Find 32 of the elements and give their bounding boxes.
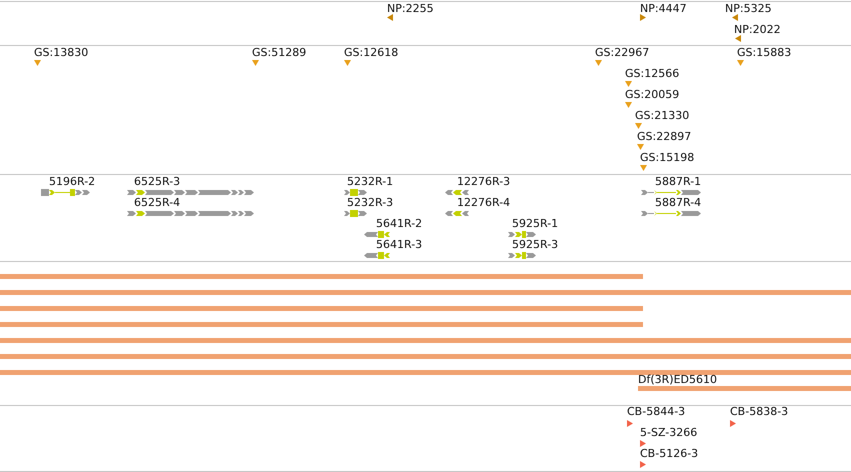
feature-label: NP:2022 (734, 23, 781, 36)
feature-label: GS:20059 (625, 88, 680, 101)
feature-label: GS:51289 (252, 46, 306, 59)
feature-label: CB-5838-3 (730, 405, 788, 418)
feature-label: GS:12618 (344, 46, 398, 59)
feature-label: 5641R-2 (376, 217, 422, 230)
feature-label: GS:15883 (737, 46, 792, 59)
feature-label: 5925R-3 (512, 238, 558, 251)
feature-label: GS:21330 (635, 109, 690, 122)
feature-label: 6525R-4 (134, 196, 180, 209)
feature-label: 5887R-4 (655, 196, 702, 209)
feature-label: 5641R-3 (376, 238, 422, 251)
feature-label: NP:4447 (640, 2, 687, 15)
feature-label: 12276R-4 (457, 196, 510, 209)
feature-label: GS:12566 (625, 67, 680, 80)
feature-label: GS:22967 (595, 46, 650, 59)
feature-label: 5232R-1 (347, 175, 394, 188)
feature-label: CB-5844-3 (627, 405, 686, 418)
feature-label: NP:5325 (725, 2, 772, 15)
feature-label: NP:2255 (387, 2, 434, 15)
feature-label: 6525R-3 (134, 175, 180, 188)
feature-label: GS:15198 (640, 151, 694, 164)
feature-label: 5232R-3 (347, 196, 394, 209)
feature-label: 5887R-1 (655, 175, 702, 188)
feature-label: 12276R-3 (457, 175, 510, 188)
feature-label: GS:13830 (34, 46, 88, 59)
deletion-label: Df(3R)ED5610 (638, 373, 718, 386)
feature-label: GS:22897 (637, 130, 692, 143)
feature-label: 5-SZ-3266 (640, 426, 698, 439)
feature-label: 5196R-2 (49, 175, 96, 188)
feature-label: CB-5126-3 (640, 447, 698, 460)
feature-label: 5925R-1 (512, 217, 558, 230)
